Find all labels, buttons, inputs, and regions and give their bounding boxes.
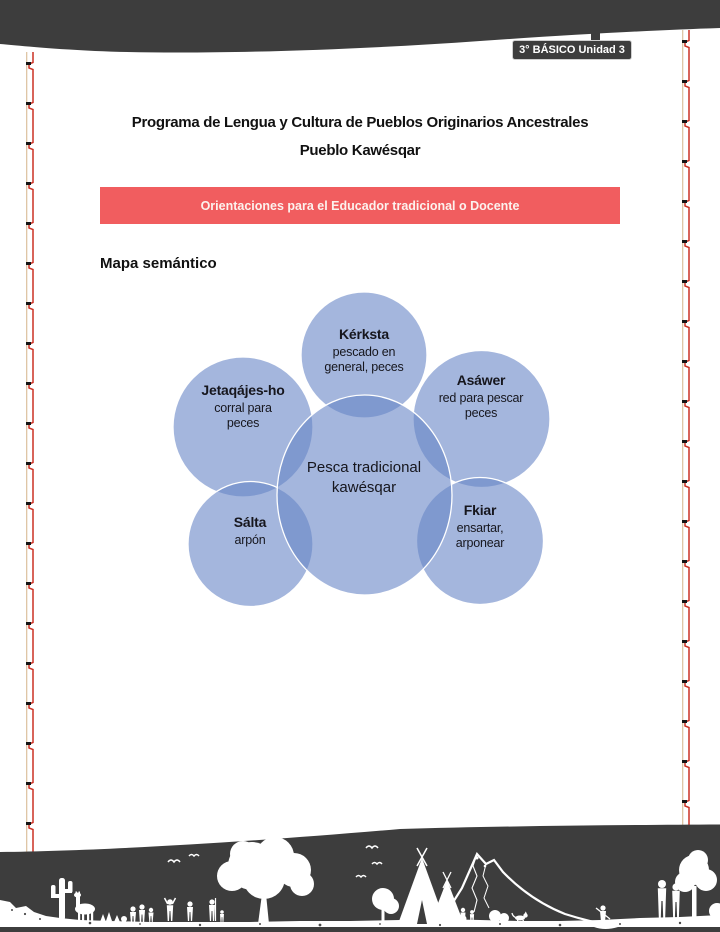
ground-silhouette xyxy=(0,900,720,927)
top-banner xyxy=(0,0,720,53)
person-raised-arms xyxy=(163,897,177,921)
unit-badge: 3° BÁSICO Unidad 3 xyxy=(512,40,632,60)
node-desc: pescado en xyxy=(332,345,396,359)
section-banner-label: Orientaciones para el Educador tradicion… xyxy=(200,198,520,213)
semantic-map: Kérksta pescado en general, peces Jetaqá… xyxy=(165,288,560,613)
bushes xyxy=(100,912,127,922)
node-desc: peces xyxy=(226,416,260,430)
birds-icon xyxy=(167,845,383,879)
node-term: Asáwer xyxy=(456,372,506,388)
small-tree-icon xyxy=(453,910,509,927)
node-desc: red para pescar xyxy=(438,391,524,405)
footer-band xyxy=(0,824,720,932)
canoe-icon xyxy=(590,905,623,929)
llama-icon xyxy=(74,891,95,923)
semantic-map-circles xyxy=(172,291,551,608)
center-term-line2: kawésqar xyxy=(331,479,397,496)
node-desc: corral para xyxy=(214,401,272,415)
cactus-icon xyxy=(51,878,73,920)
right-tree-icon xyxy=(675,850,717,923)
center-term-line1: Pesca tradicional xyxy=(306,459,422,476)
node-asawer: Asáwer red para pescar peces xyxy=(411,373,551,421)
node-jetaqajes: Jetaqájes-ho corral para peces xyxy=(173,383,313,431)
section-banner: Orientaciones para el Educador tradicion… xyxy=(100,187,620,224)
node-salta: Sálta arpón xyxy=(180,515,320,548)
right-zigzag-border xyxy=(680,30,696,825)
node-term: Fkiar xyxy=(463,502,497,518)
big-tree-icon xyxy=(217,837,314,924)
fox-icon xyxy=(511,911,528,924)
left-zigzag-border xyxy=(24,52,40,852)
snow-patch xyxy=(475,856,479,860)
node-desc: general, peces xyxy=(324,360,404,374)
node-term: Jetaqájes-ho xyxy=(201,382,285,398)
small-tree-icon xyxy=(372,888,399,923)
node-desc: arpón xyxy=(234,533,266,547)
node-center: Pesca tradicional kawésqar xyxy=(289,458,439,498)
people-silhouettes xyxy=(130,897,224,923)
node-desc: peces xyxy=(464,406,498,420)
tents-icon xyxy=(398,847,464,924)
mountain-icon xyxy=(437,852,616,928)
page-title-line2: Pueblo Kawésqar xyxy=(299,142,421,159)
ground-speckles xyxy=(11,909,682,927)
unit-badge-label: 3° BÁSICO Unidad 3 xyxy=(519,44,625,56)
node-term: Sálta xyxy=(233,514,267,530)
node-term: Kérksta xyxy=(339,326,389,342)
map-heading: Mapa semántico xyxy=(100,255,217,272)
node-desc: arponear xyxy=(455,536,505,550)
bush-icon xyxy=(709,903,720,919)
node-fkiar: Fkiar ensartar, arponear xyxy=(410,503,550,551)
node-desc: ensartar, xyxy=(456,521,504,535)
page-title-line1: Programa de Lengua y Cultura de Pueblos … xyxy=(131,114,589,131)
badge-connector xyxy=(591,26,600,42)
snow-patch xyxy=(483,864,487,868)
circle-center xyxy=(276,394,453,596)
node-kerksta: Kérksta pescado en general, peces xyxy=(294,327,434,375)
footer-landscape xyxy=(0,824,720,932)
